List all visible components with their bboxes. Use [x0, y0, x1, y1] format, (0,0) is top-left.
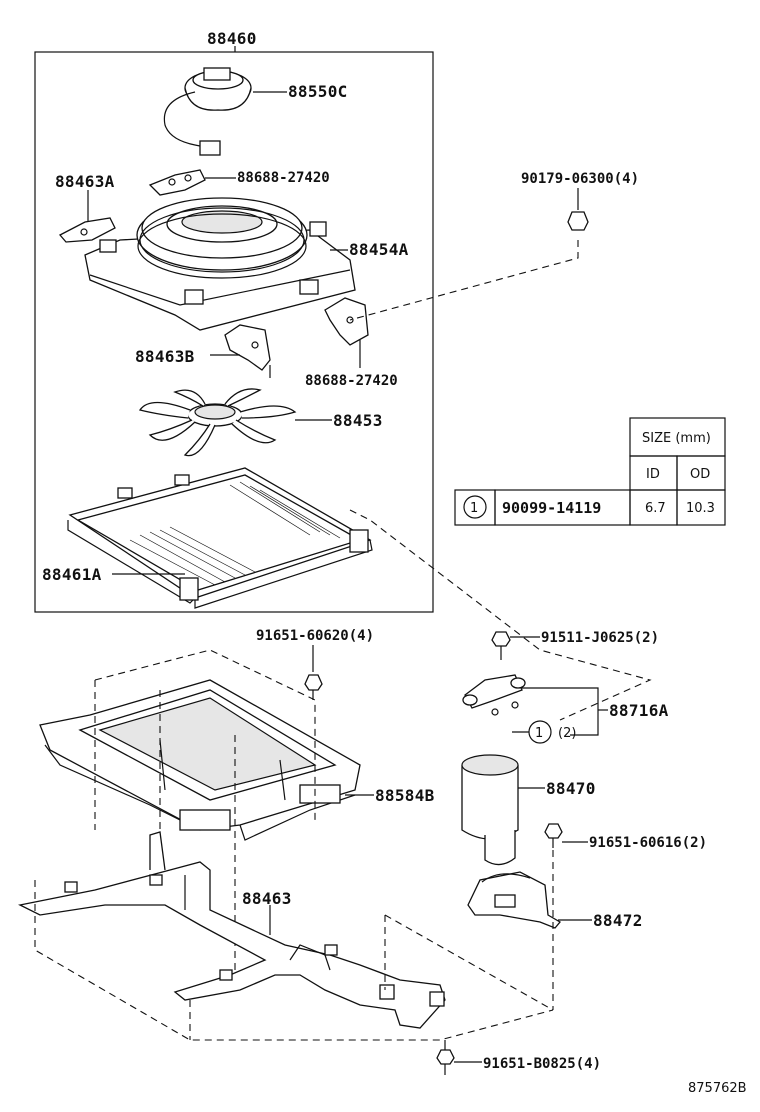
bolt-frame [304, 674, 323, 700]
size-table-row-id: 6.7 [645, 501, 666, 516]
fan-shroud [84, 197, 356, 331]
label-pipe-ref: (2) [558, 726, 576, 741]
bolt-top-right [567, 211, 589, 231]
drawing-number: 875762B [688, 1081, 747, 1096]
cover-panel [39, 679, 361, 841]
label-shroud: 88454A [349, 240, 409, 259]
bolt-bottom [436, 1049, 455, 1075]
size-table: SIZE (mm) ID OD 1 90099-14119 6.7 10.3 [454, 417, 726, 526]
fan-motor [163, 67, 252, 156]
size-table-header: SIZE (mm) [642, 431, 711, 446]
size-table-row-index: 1 [470, 501, 478, 516]
size-table-row-od: 10.3 [686, 501, 715, 516]
label-bolt-receiver: 91511-J0625(2) [541, 630, 659, 646]
label-bolt-bracket: 91651-60616(2) [589, 835, 707, 851]
label-bracket-right: 88688-27420 [305, 373, 398, 389]
label-frame: 88463 [242, 889, 292, 908]
label-bracket-mid: 88463B [135, 347, 195, 366]
receiver-dryer [461, 754, 519, 866]
label-bolt-bottom: 91651-B0825(4) [483, 1056, 601, 1072]
label-condenser: 88461A [42, 565, 102, 584]
label-bracket-left: 88463A [55, 172, 115, 191]
label-assembly: 88460 [207, 29, 257, 48]
mounting-frame [18, 831, 446, 1029]
size-table-row-part: 90099-14119 [502, 499, 601, 517]
bolt-receiver [491, 631, 511, 660]
bracket-mid [224, 324, 271, 378]
condenser-fins [129, 481, 341, 586]
pipe-fitting [462, 674, 526, 716]
label-cover: 88584B [375, 786, 435, 805]
label-motor: 88550C [288, 82, 348, 101]
size-table-col-id: ID [646, 467, 660, 482]
bracket-right [324, 297, 369, 346]
label-bracket-top: 88688-27420 [237, 170, 330, 186]
callout-index: 1 [535, 726, 543, 741]
label-bolt-top-right: 90179-06300(4) [521, 171, 639, 187]
label-receiver-bracket: 88472 [593, 911, 643, 930]
bracket-left [58, 217, 116, 243]
label-bolt-frame: 91651-60620(4) [256, 628, 374, 644]
label-pipe: 88716A [609, 701, 669, 720]
label-receiver: 88470 [546, 779, 596, 798]
bolt-bracket [544, 823, 563, 848]
condenser [67, 467, 373, 609]
fan-blade [138, 388, 297, 457]
label-fan: 88453 [333, 411, 383, 430]
bracket-top [148, 169, 206, 196]
receiver-bracket [467, 871, 561, 929]
size-table-col-od: OD [690, 467, 710, 482]
assembly-box [34, 51, 434, 613]
